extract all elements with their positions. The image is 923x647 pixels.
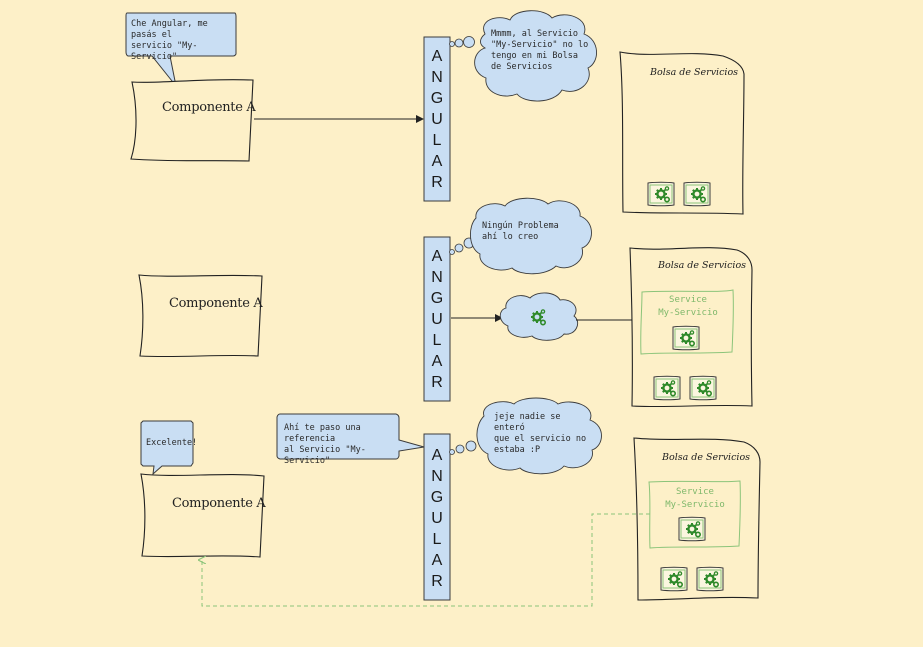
gear-icon [697,567,723,591]
gear-icon [684,182,710,206]
gear-icon [690,376,716,400]
component-a-label: Componente A [162,100,256,115]
ack-bubble [140,420,194,476]
gear-icon [648,182,674,206]
component-a-shape [140,473,265,558]
new-service-cloud [499,292,578,341]
service-card [640,289,734,355]
angular-bar [423,36,451,202]
ack-text: Excelente! [146,438,198,448]
component-a-shape [138,274,263,358]
bolsa-title: Bolsa de Servicios [662,452,751,463]
thought-text: jeje nadie se enteró que el servicio no … [494,412,587,455]
thought-text: Mmmm, al Servicio "My-Servicio" no lo te… [491,29,589,72]
reply-bubble [276,413,425,460]
service-label: Service My-Servicio [665,487,725,510]
bolsa-shape [619,51,745,215]
gear-icon [654,376,680,400]
reference-arrow [202,513,650,607]
component-a-label: Componente A [169,296,263,311]
gear-icon [679,517,705,541]
thought-cloud [449,197,592,275]
request-text: Che Angular, me pasás el servicio "My-Se… [131,19,208,62]
request-bubble [125,12,237,87]
service-card [648,480,741,549]
reply-text: Ahí te paso una referencia al Servicio "… [284,423,366,466]
component-a-shape [130,79,254,162]
scene-3 [140,397,761,607]
thought-cloud [449,10,597,102]
gear-icon [661,567,687,591]
thought-cloud [449,397,602,475]
scene-2 [138,197,753,408]
gear-icon [673,326,699,350]
angular-bar [423,236,451,402]
thought-text: Ningún Problema ahí lo creo [482,221,559,242]
service-label: Service My-Servicio [658,295,718,318]
bolsa-title: Bolsa de Servicios [658,260,747,271]
scene-1 [125,10,745,215]
component-a-label: Componente A [172,496,266,511]
bolsa-title: Bolsa de Servicios [650,67,739,78]
angular-bar [423,433,451,601]
